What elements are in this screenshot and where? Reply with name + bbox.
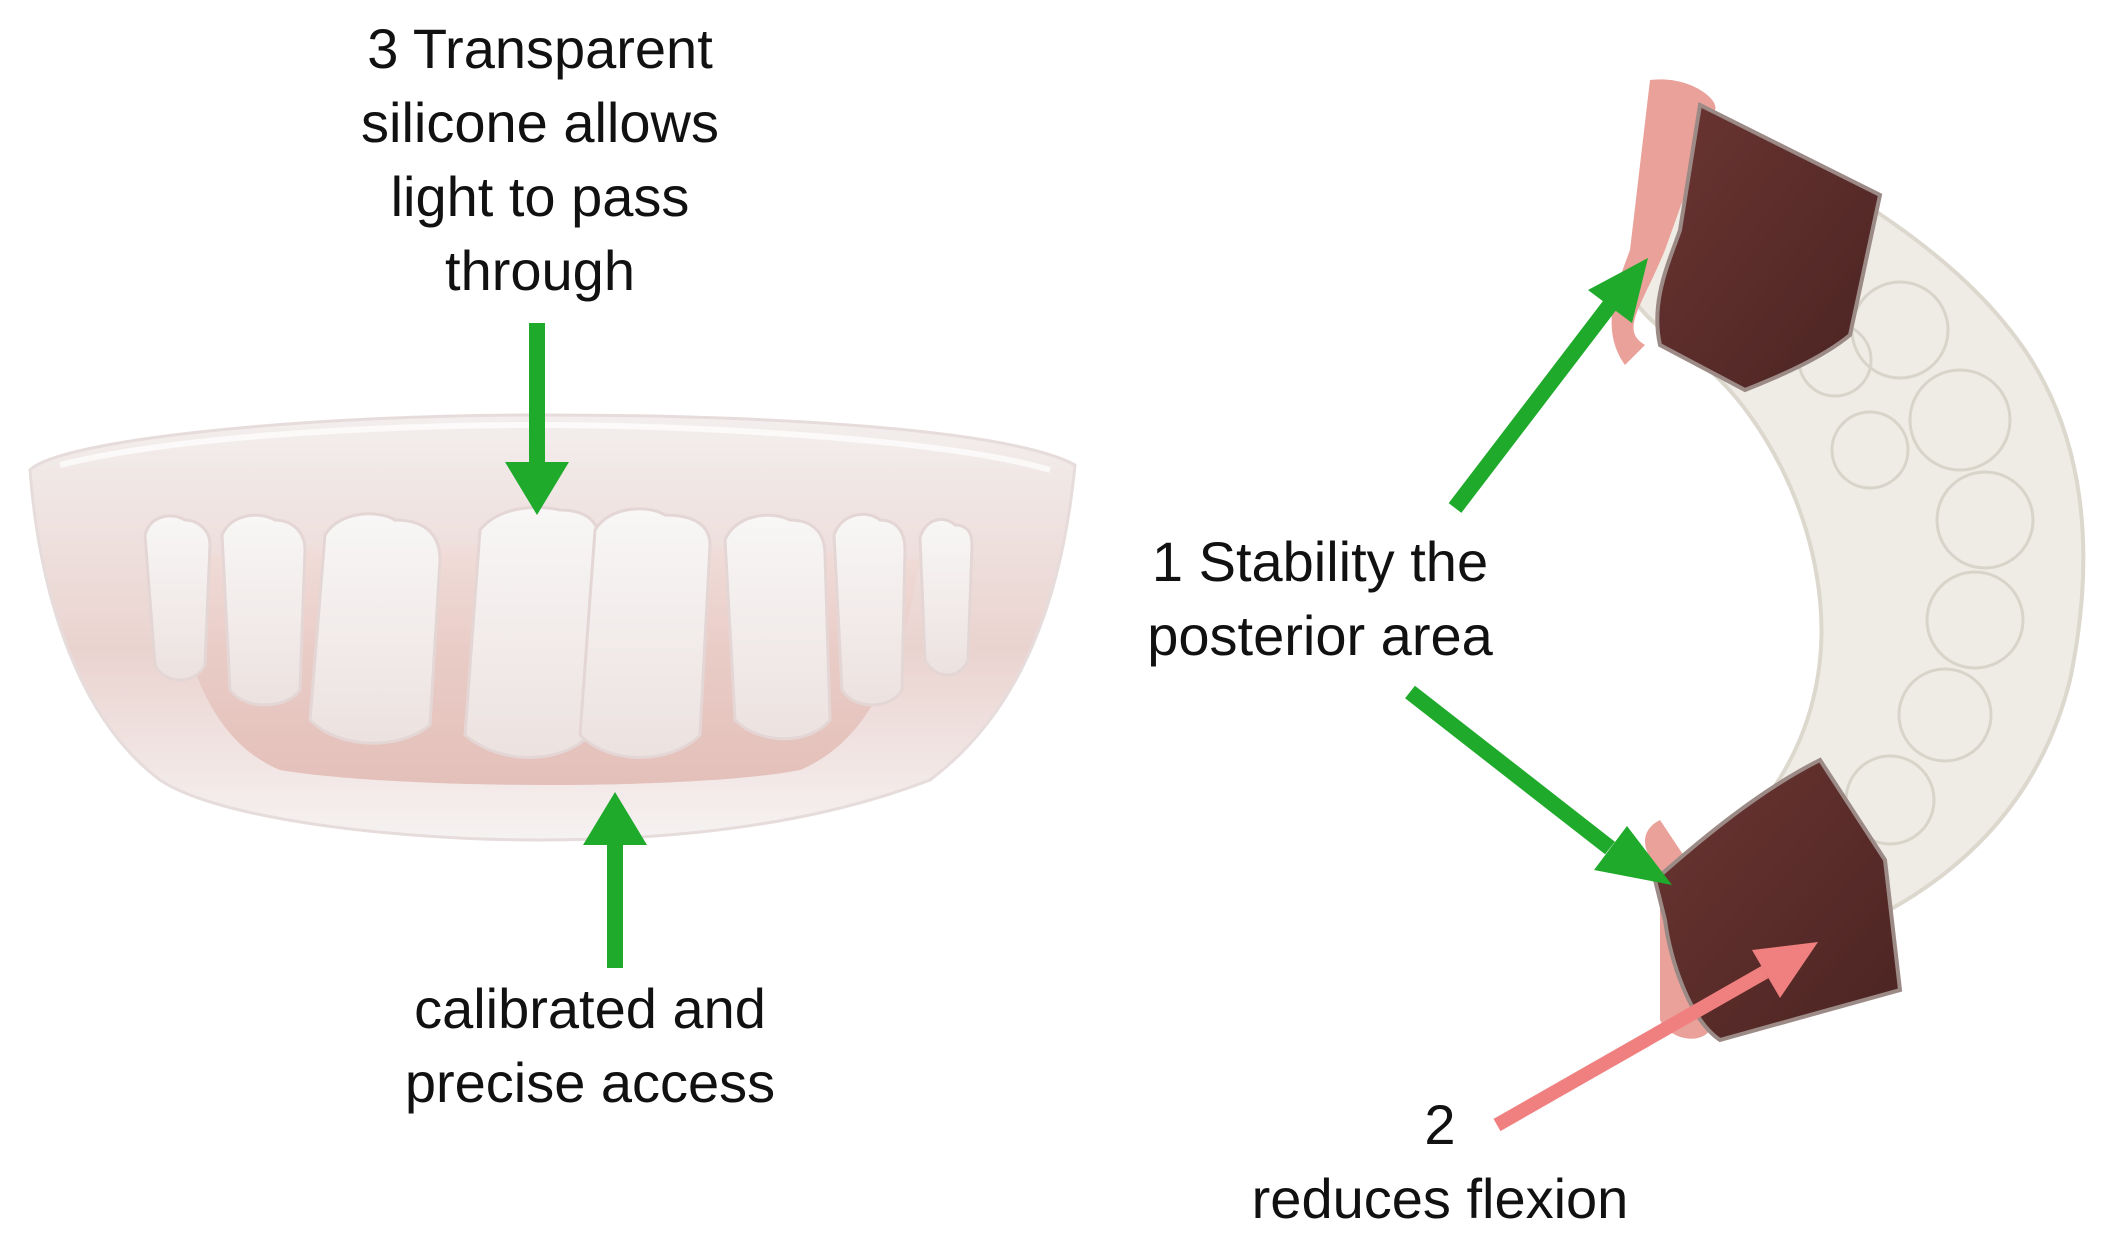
label-line: light to pass: [390, 165, 690, 228]
label-line: through: [445, 239, 635, 302]
label-line: reduces flexion: [1251, 1167, 1629, 1230]
label-line: 2: [1424, 1093, 1456, 1156]
arrow-stability-lower: [1405, 685, 1672, 885]
label-line: calibrated and: [414, 977, 766, 1040]
arrow-transparent: [505, 323, 569, 515]
label-transparent-silicone: 3 Transparent silicone allows light to p…: [330, 12, 750, 308]
occlusal-view-photo: [1611, 79, 2086, 1043]
label-reduces-flexion: 2 reduces flexion: [1220, 1088, 1660, 1236]
occlusal-upper-dark-block: [1655, 101, 1883, 393]
label-line: silicone allows: [361, 91, 719, 154]
arrow-flexion: [1493, 942, 1818, 1132]
label-line: precise access: [404, 1051, 776, 1114]
arrow-stability-upper: [1448, 258, 1648, 513]
front-teeth: [143, 505, 974, 759]
label-line: 1 Stability the: [1151, 530, 1489, 593]
label-line: posterior area: [1147, 604, 1493, 667]
front-view-photo: [28, 413, 1077, 842]
label-line: 3 Transparent: [367, 17, 713, 80]
label-calibrated-access: calibrated and precise access: [370, 972, 810, 1120]
arrow-access: [583, 792, 647, 968]
label-stability: 1 Stability the posterior area: [1110, 525, 1530, 673]
occlusal-lower-dark-block: [1652, 757, 1903, 1043]
